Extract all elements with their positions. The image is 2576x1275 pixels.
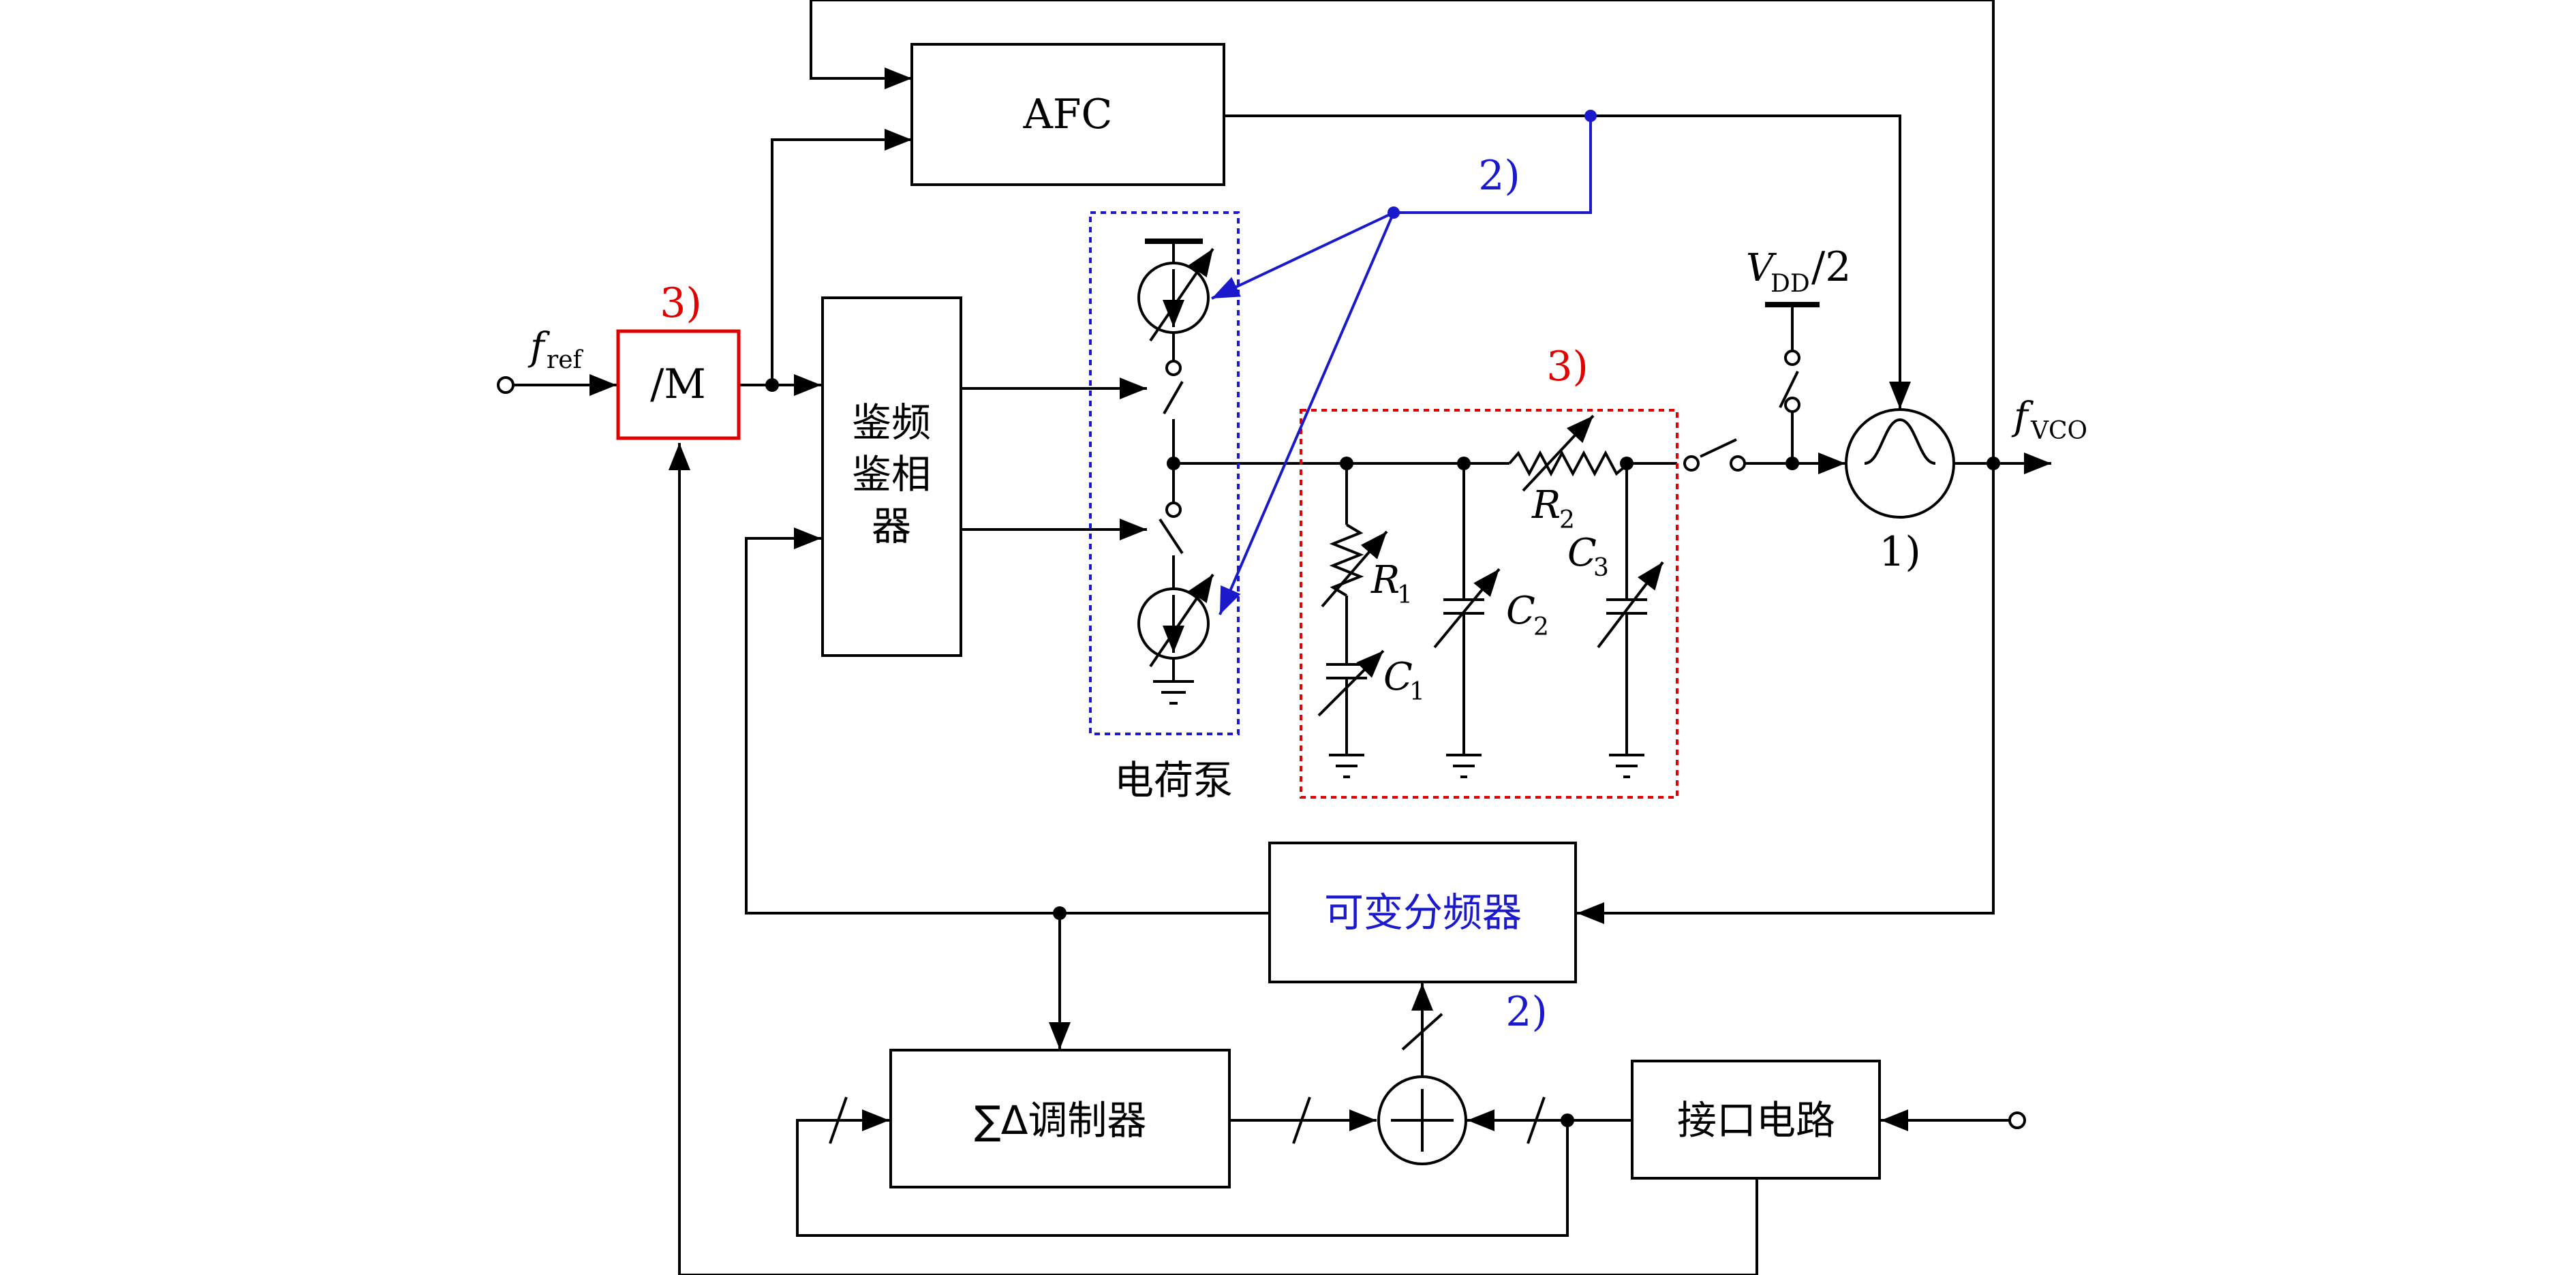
c2-symbol: C [1506,589,1535,633]
sigma-delta-label: ∑Δ调制器 [975,1097,1147,1143]
fref-label: f ref [527,325,584,374]
fref-terminal [497,376,515,394]
fref-subscript: ref [547,346,584,374]
pfd-block: 鉴频 鉴相 器 [821,296,962,657]
bus-slashes [829,1013,1546,1144]
vco-annotation: 1) [1879,528,1921,576]
loop-filter-annotation: 3) [1546,343,1589,390]
interface-label: 接口电路 [1677,1097,1835,1143]
c2-subscript: 2 [1533,613,1549,641]
afc-tuning-path: 2) [1211,110,1597,615]
vdd-tail: /2 [1811,243,1851,291]
terminals [497,376,2026,1129]
r2-subscript: 2 [1559,506,1575,534]
afc-label: AFC [1023,91,1113,138]
pfd-label-3: 器 [872,503,911,549]
vdd-subscript: DD [1770,270,1810,298]
charge-pump: 电荷泵 [1089,211,1240,803]
c3-symbol: C [1567,531,1597,575]
charge-pump-label: 电荷泵 [1114,757,1233,803]
divider-m-label: /M [650,360,706,408]
c1-subscript: 1 [1409,678,1425,706]
divider-tuning-annotation: 2) [1505,988,1548,1036]
divider-m-annotation: 3) [660,279,702,327]
vco: 1) [1845,408,1955,576]
fvco-label: f VCO [2011,395,2087,445]
output-switch [1683,438,1772,472]
afc-block: AFC [910,43,1225,186]
interface-block: 接口电路 [1631,1060,1881,1180]
r2-symbol: R [1531,483,1561,527]
r1-subscript: 1 [1397,581,1413,609]
variable-divider-label: 可变分频器 [1324,889,1522,936]
r1-symbol: R [1370,558,1400,602]
pfd-label-2: 鉴相 [852,451,931,497]
wires [512,0,2051,1275]
input-terminal [2008,1111,2026,1129]
variable-divider-block: 可变分频器 [1268,842,1577,983]
c3-subscript: 3 [1593,554,1609,582]
afc-tuning-annotation: 2) [1478,152,1520,200]
c1-symbol: C [1383,655,1413,699]
pfd-label-1: 鉴频 [852,399,931,446]
adder [1377,1075,1467,1165]
sigma-delta-block: ∑Δ调制器 [889,1049,1231,1188]
divider-m-block: /M [616,329,741,440]
vdd-half-source: V DD /2 [1746,243,1851,463]
vdd-symbol: V [1746,246,1777,290]
fvco-subscript: VCO [2030,417,2087,445]
loop-filter: 3) R 1 C 1 C 2 R 2 [1300,343,1678,799]
